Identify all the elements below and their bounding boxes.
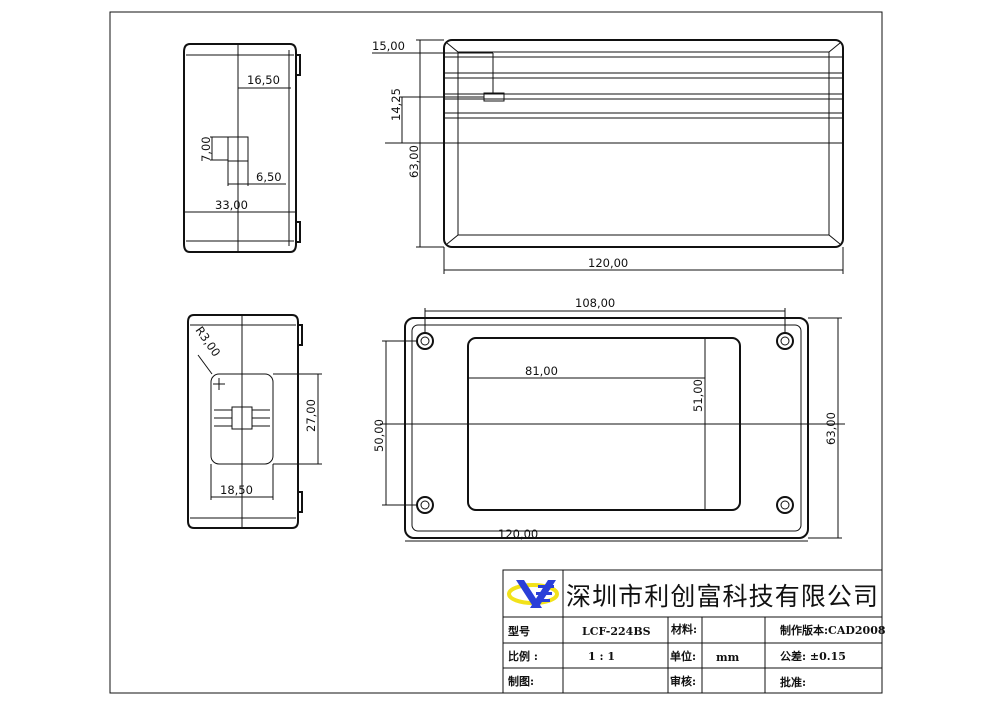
dim-63-00: 63,00 [407,145,421,178]
dim-18-50: 18,50 [220,483,253,497]
side-view-top: 16,50 7,00 6,50 33,00 [183,43,301,253]
dim-63-00-front: 63,00 [824,412,838,445]
approve-label: 批准: [780,675,806,689]
dim-81-00: 81,00 [525,364,558,378]
model-value: LCF-224BS [582,625,651,638]
company-logo [507,580,559,608]
unit-label: 单位: [670,649,696,663]
review-label: 审核: [670,674,696,688]
dim-120-00: 120,00 [588,256,628,270]
tolerance: 公差: ±0.15 [780,649,846,663]
mounting-holes [416,332,794,514]
scale-value: 1 : 1 [588,650,615,663]
title-block: 深圳市利创富科技有限公司 型号 LCF-224BS 材料: 制作版本:CAD20… [502,569,886,694]
dim-14-25: 14,25 [389,88,403,121]
dim-r3-00: R3,00 [193,324,224,360]
version: 制作版本:CAD2008 [780,623,886,637]
top-view: 15,00 14,25 63,00 120,00 [372,39,844,274]
model-label: 型号 [508,624,530,638]
front-view: 108,00 81,00 51,00 50,00 63,00 120,00 [372,296,845,542]
dim-108-00: 108,00 [575,296,615,310]
dim-6-50: 6,50 [256,170,282,184]
scale-label: 比例 : [508,649,538,663]
dim-15-00: 15,00 [372,39,405,53]
unit-value: mm [716,651,740,664]
dim-33-00: 33,00 [215,198,248,212]
drawn-by-label: 制图: [508,674,534,688]
dim-50-00: 50,00 [372,419,386,452]
material-label: 材料: [671,622,697,636]
drawing-frame [109,11,883,694]
dim-51-00: 51,00 [691,379,705,412]
dim-7-00: 7,00 [199,136,213,162]
company-name: 深圳市利创富科技有限公司 [566,582,878,611]
dim-27-00: 27,00 [304,399,318,432]
side-view-bottom: R3,00 27,00 18,50 [187,314,322,529]
dim-120-00-front: 120,00 [498,527,538,541]
dim-16-50: 16,50 [247,73,280,87]
